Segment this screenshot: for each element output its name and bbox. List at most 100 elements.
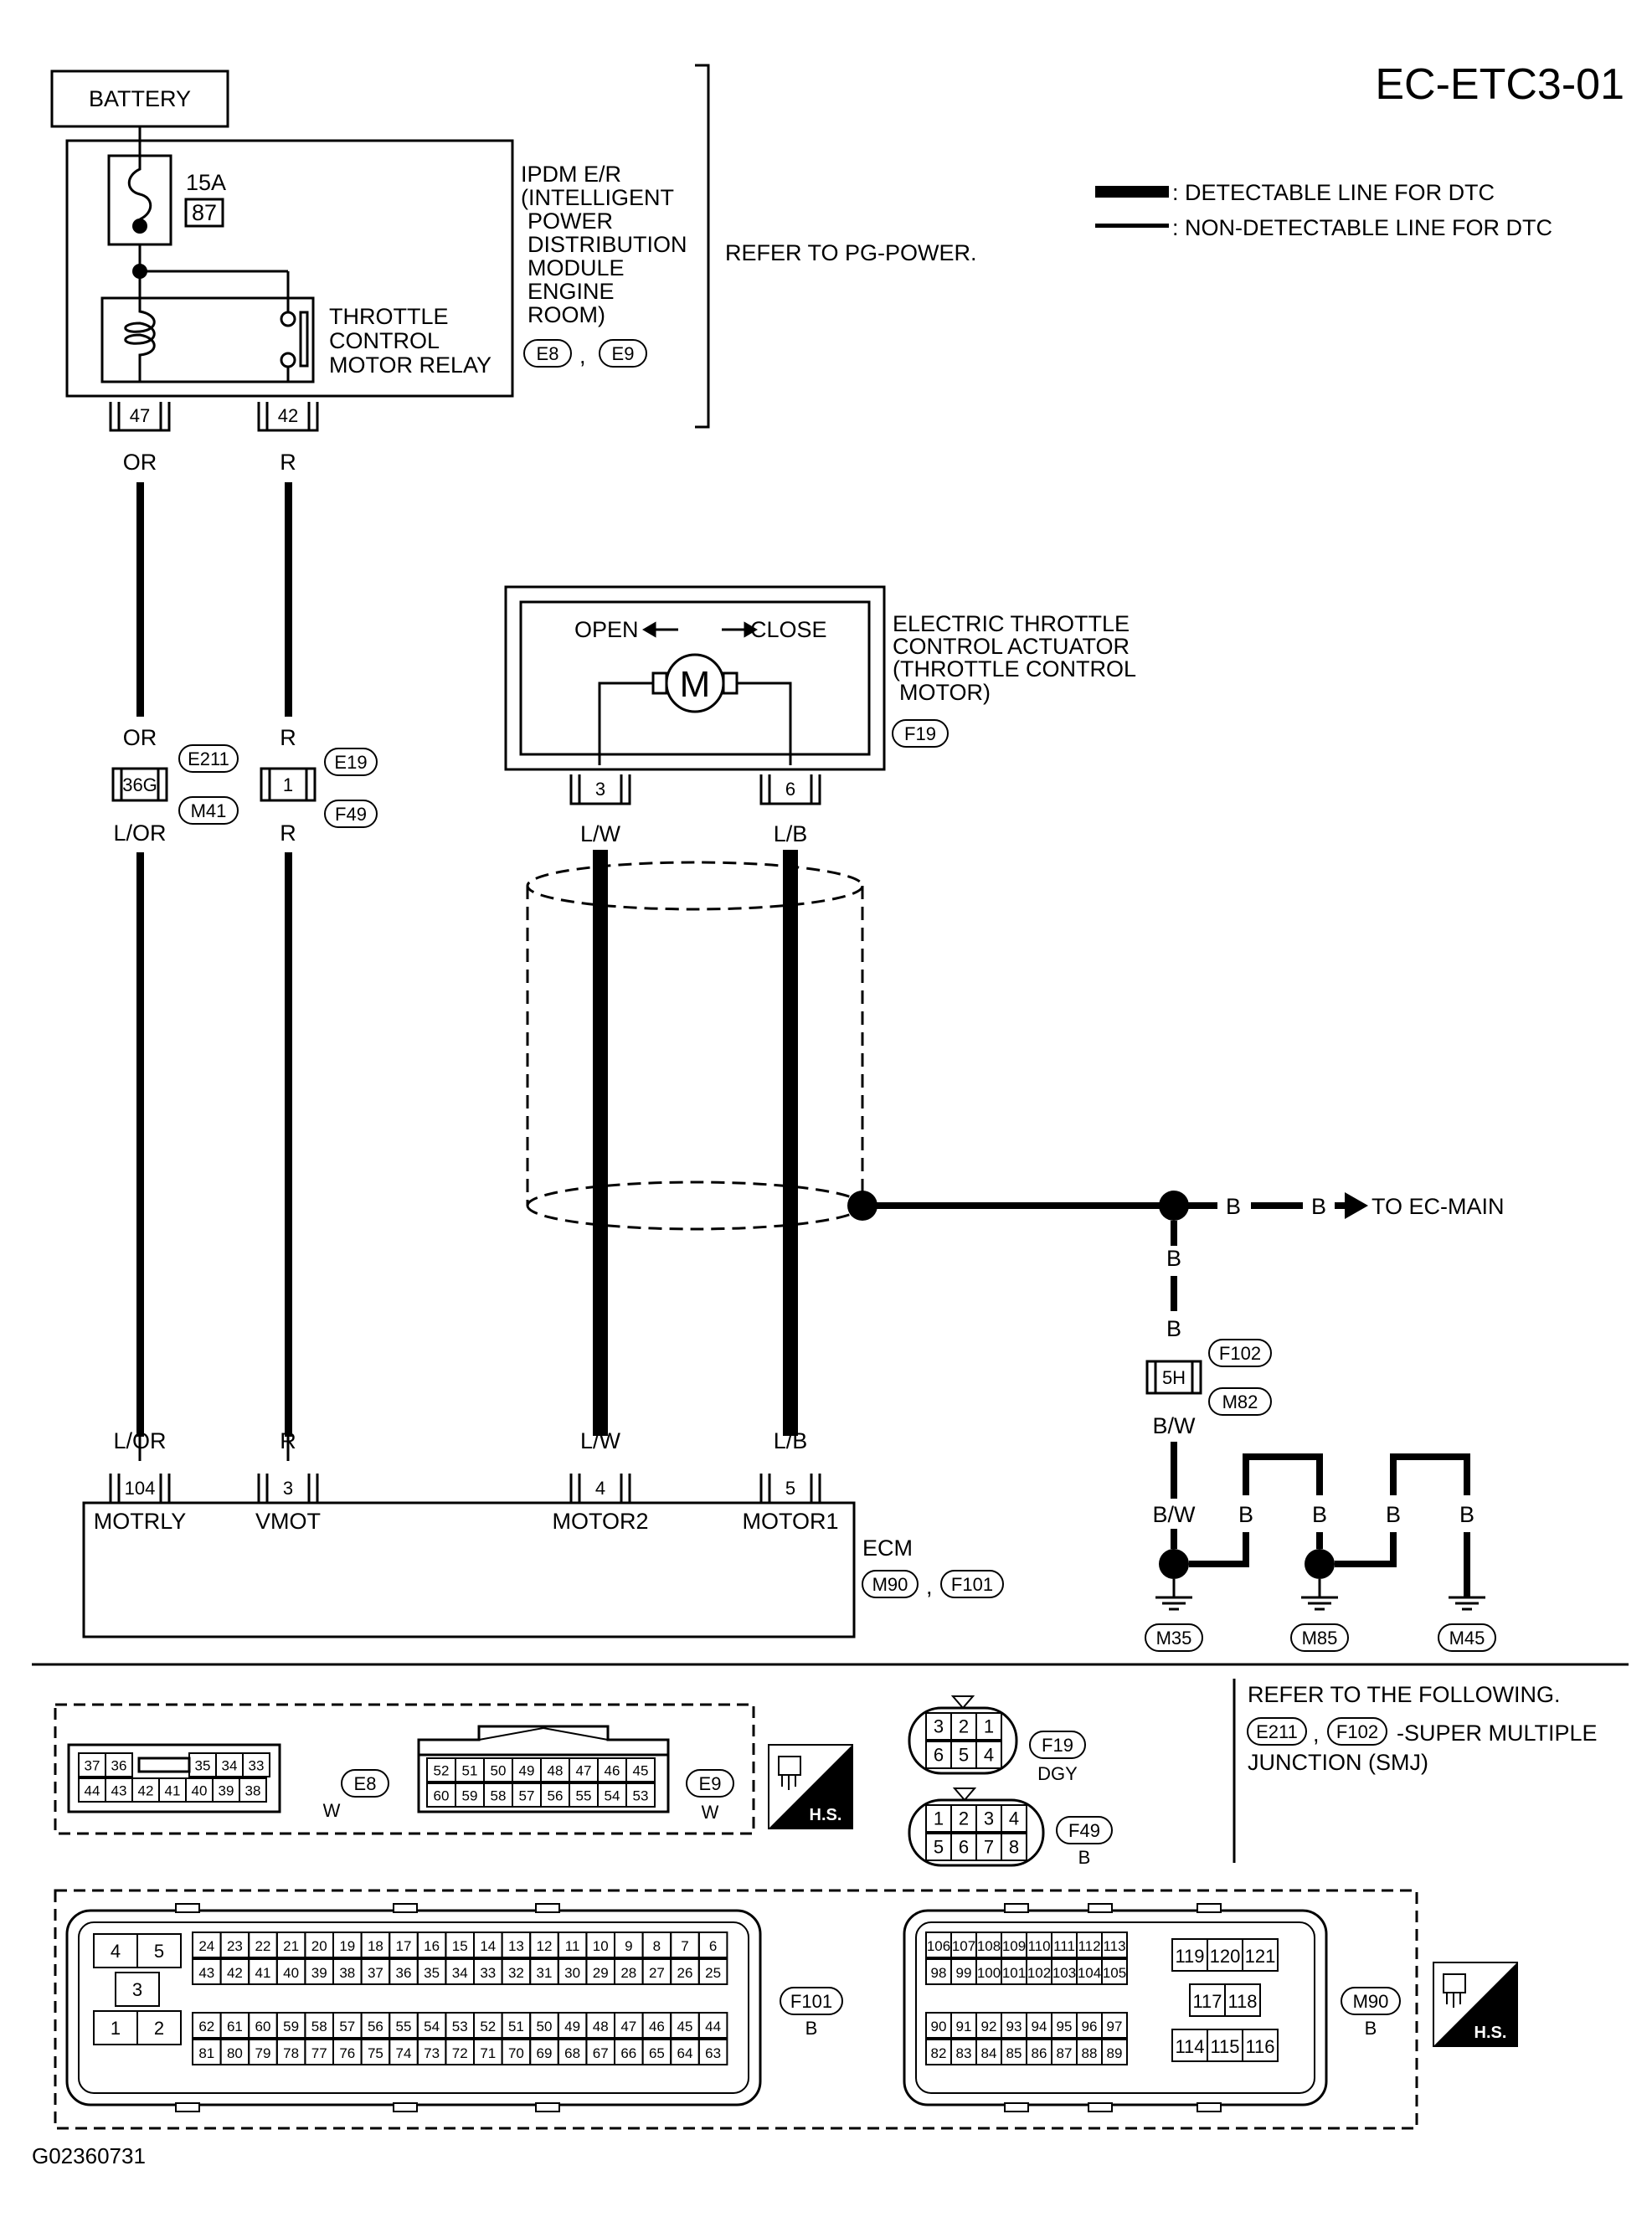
connector-cavity [1101,1958,1128,1985]
connector-f101-latch [393,1903,418,1913]
connector-pin-number: 37 [368,1965,383,1981]
connector-pin-number: 3 [934,1716,944,1737]
connector-pin-number: 109 [1002,1938,1026,1954]
connector-f49-name: F49 [1068,1820,1100,1841]
wire-r-label-lower: R [280,820,296,846]
connector-pin-number: 5 [934,1837,944,1858]
wire-b-label-down-1: B [1166,1246,1181,1271]
connector-pin-number: 7 [984,1837,994,1858]
motor-brush-left [651,671,668,695]
connector-pin-number: 78 [283,2045,299,2061]
relay-box [100,296,315,383]
wire-lor-label-mid: L/OR [113,820,166,846]
connector-pin-number: 113 [1103,1938,1125,1954]
connector-pin-number: 84 [981,2045,997,2061]
connector-cavity [697,1932,728,1958]
connector-pin-number: 58 [491,1788,507,1804]
connector-f49-housing [908,1798,1045,1867]
connector-pin-number: 24 [198,1938,214,1954]
diagram-title: EC-ETC3-01 [1375,60,1624,109]
legend-thick-line [1095,186,1169,198]
wire-bw-label-2: B/W [1153,1502,1197,1527]
connector-m90-latch [1088,2102,1113,2112]
connector-f101-latch [175,1903,200,1913]
connector-pin-number: 18 [368,1938,383,1954]
ipdm-connector-e8-tag [523,339,572,368]
connector-f101-tag [780,1987,843,2015]
connector-pin-number: 53 [633,1788,649,1804]
connector-pin-number: 108 [977,1938,1001,1954]
ecm-label: ECM [862,1535,913,1561]
connector-m90-latch [1004,2102,1029,2112]
wire-b-label-out-1: B [1226,1194,1241,1219]
connector-f49-tag [1056,1816,1113,1844]
shield-drain-wire [862,1202,1172,1209]
connector-pin-number: 50 [491,1763,507,1779]
relay-label-3: MOTOR RELAY [329,352,491,378]
connector-m90-tag [1341,1987,1401,2015]
connector-pin-number: 33 [249,1758,265,1774]
connector-pin-number: 1 [111,2018,121,2039]
connector-pin-number: 3 [984,1808,994,1829]
wire-b-label-out-2: B [1311,1194,1326,1219]
shield-bottom-front [526,1205,864,1231]
connector-pin-number: 11 [565,1938,580,1954]
jc-m82-tag [1208,1387,1272,1416]
wire-b-label-g3: B [1386,1502,1401,1527]
connector-cavity [136,1933,182,1968]
hs-harness-icon: H.S. [768,1744,853,1829]
connector-pin-number: 110 [1027,1938,1050,1954]
connector-pin-number: 44 [85,1783,100,1799]
ecm-pin-name-vmot: VMOT [255,1509,321,1534]
connector-cavity [697,2012,728,2039]
wire-or-label-top: OR [123,450,157,475]
connector-pin-number: 95 [1057,2019,1073,2034]
actuator-open-label: OPEN [574,617,639,642]
wire-r-upper [285,482,292,717]
connector-e9-color: W [702,1802,719,1823]
connector-pin-number: 98 [931,1965,947,1981]
fuse-rating: 15A [186,170,226,195]
connector-f101-latch [393,2102,418,2112]
connector-pin-number: 43 [111,1783,127,1799]
ecm-conn-f101: F101 [951,1574,993,1595]
wire-r-lower [285,852,292,1437]
connector-e8-color: W [323,1800,341,1821]
connector-m90-housing [903,1909,1328,2106]
connector-pin-number: 52 [434,1763,450,1779]
battery-label: BATTERY [89,86,191,111]
hs-label: H.S. [810,1806,842,1824]
connector-pin-number: 4 [111,1941,121,1962]
connector-pin-number: 77 [311,2045,327,2061]
connector-pin-number: 22 [255,1938,271,1954]
connector-pin-number: 41 [255,1965,271,1981]
motor-icon [665,653,725,713]
connector-pin-number: 34 [452,1965,468,1981]
connector-pin-number: 12 [537,1938,553,1954]
connector-pin-number: 120 [1210,1946,1241,1967]
connector-pin-number: 48 [593,2019,609,2034]
hs-harness-icon: H.S. [1433,1962,1518,2047]
refer-f102: F102 [1336,1721,1378,1742]
connector-pin-number: 48 [548,1763,564,1779]
connector-f19-color: DGY [1037,1763,1078,1784]
jc-e211-tag [178,744,239,773]
connector-pin-number: 62 [198,2019,214,2034]
wire-lor-lower [136,852,144,1437]
fuse-number-box [184,198,224,228]
jc-m41: M41 [191,800,227,821]
connector-pin-number: 79 [255,2045,271,2061]
connector-cavity [105,1752,133,1777]
ipdm-label-3: POWER [528,208,613,234]
wire-b-label-down-2: B [1166,1316,1181,1341]
relay-contact-bottom [280,352,296,368]
connector-pin-number: 5 [154,1941,164,1962]
actuator-close-label: CLOSE [750,617,827,642]
actuator-label-3: (THROTTLE CONTROL [893,656,1136,682]
connector-pin-number: 87 [1057,2045,1073,2061]
ground-m85: M85 [1302,1628,1338,1649]
connector-cavity [697,1958,728,1985]
connector-pin-number: 5 [959,1745,969,1766]
connector-pin-number: 55 [396,2019,412,2034]
